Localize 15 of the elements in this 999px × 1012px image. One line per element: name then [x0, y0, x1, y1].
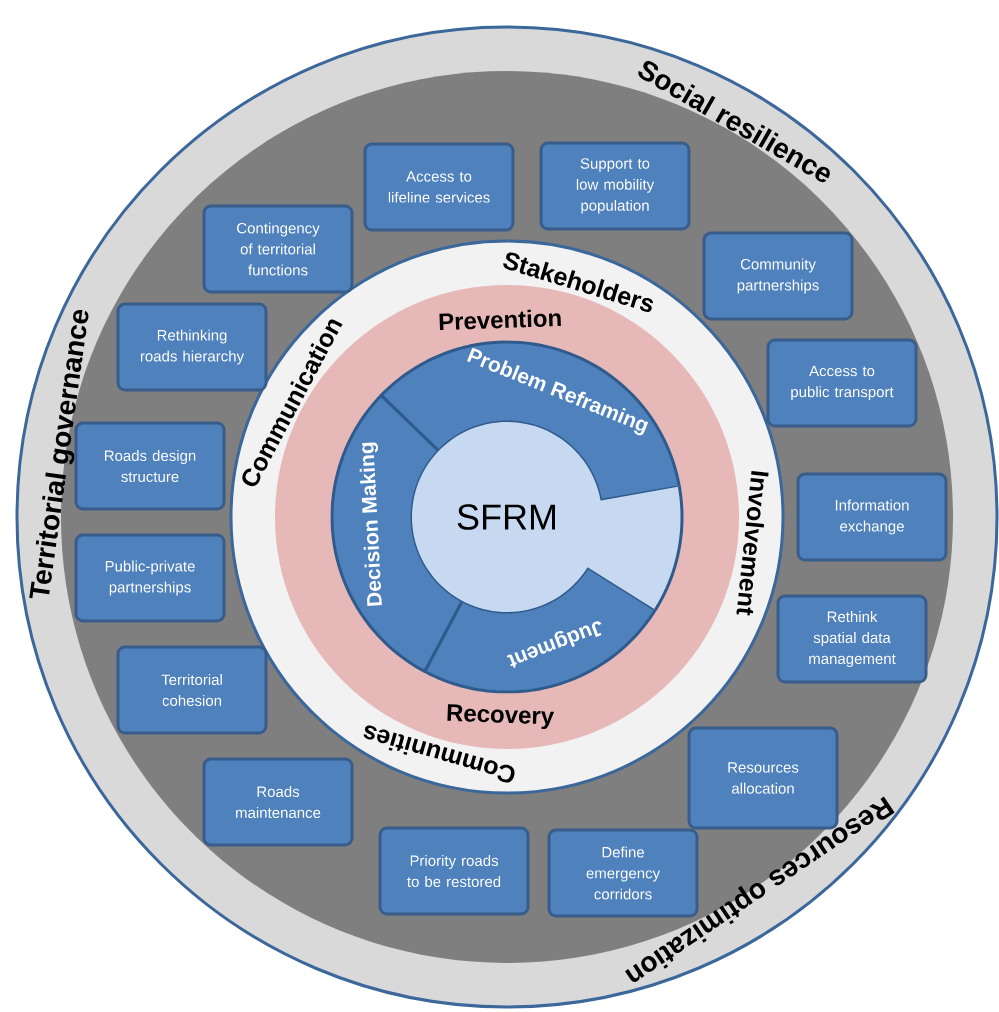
topic-box: Access to lifeline services	[363, 142, 515, 232]
topic-box: Priority roads to be restored	[378, 826, 530, 916]
topic-box: Community partnerships	[702, 231, 854, 321]
node-label: Decision Making	[359, 442, 382, 606]
topic-box: Roads design structure	[74, 421, 226, 511]
topic-box: Contingency of territorial functions	[202, 204, 354, 294]
topic-box: Roads maintenance	[202, 757, 354, 847]
topic-box: Territorial cohesion	[116, 645, 268, 735]
topic-box: Support to low mobility population	[539, 141, 691, 231]
topic-box: Information exchange	[796, 472, 948, 562]
topic-box: Rethinking roads hierarchy	[116, 302, 268, 392]
topic-box: Rethink spatial data management	[776, 594, 928, 684]
ring-label: Involvement	[736, 471, 769, 616]
topic-box: Public-private partnerships	[74, 533, 226, 623]
topic-box: Access to public transport	[766, 338, 918, 428]
